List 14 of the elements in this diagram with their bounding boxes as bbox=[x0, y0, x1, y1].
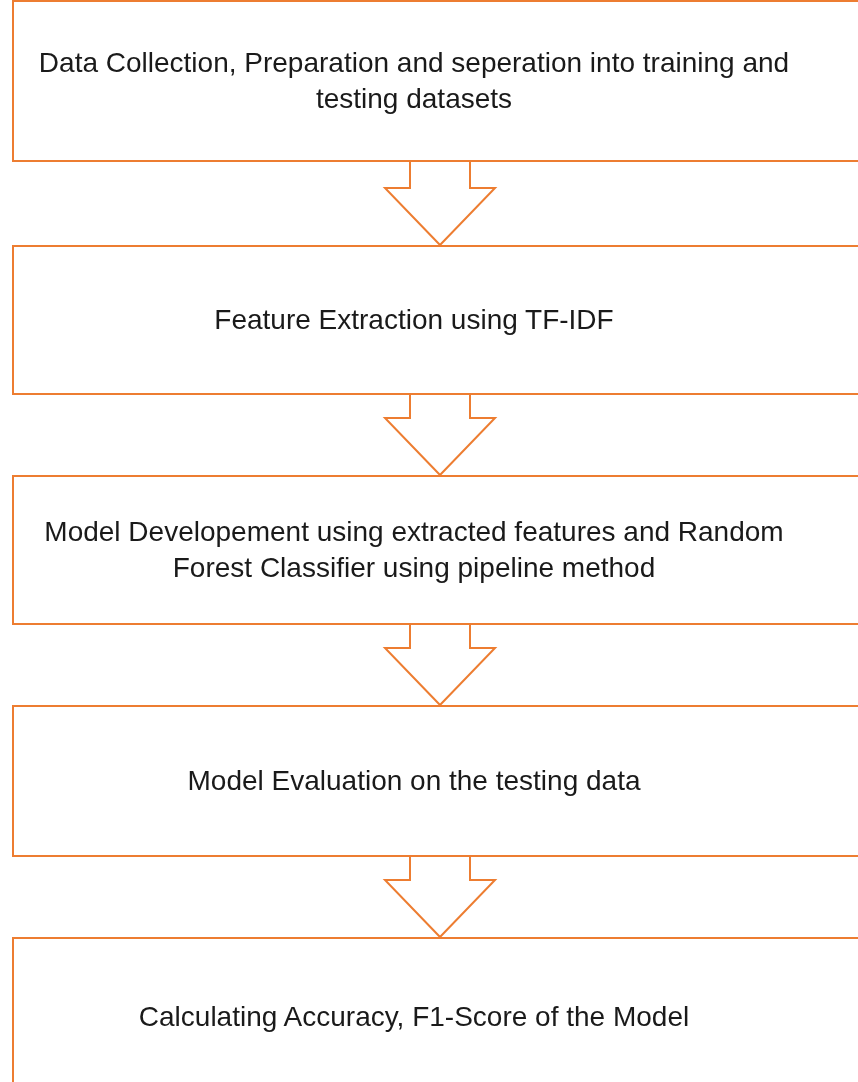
step-text: Model Evaluation on the testing data bbox=[187, 763, 641, 798]
step-text: Model Developement using extracted features and Random Forest Classifier using pipeline method bbox=[43, 514, 785, 585]
block-arrow bbox=[382, 394, 498, 477]
block-arrow bbox=[382, 856, 498, 939]
process-box bbox=[12, 0, 858, 162]
block-arrow bbox=[382, 624, 498, 707]
step-text: Calculating Accuracy, F1-Score of the Model bbox=[138, 999, 690, 1034]
process-box bbox=[12, 937, 858, 1082]
block-arrow bbox=[382, 161, 498, 247]
process-box bbox=[12, 475, 858, 625]
process-box bbox=[12, 245, 858, 395]
process-box bbox=[12, 705, 858, 857]
step-text: Data Collection, Preparation and seperation into training and testing datasets bbox=[37, 45, 791, 116]
step-text: Feature Extraction using TF-IDF bbox=[214, 302, 614, 337]
